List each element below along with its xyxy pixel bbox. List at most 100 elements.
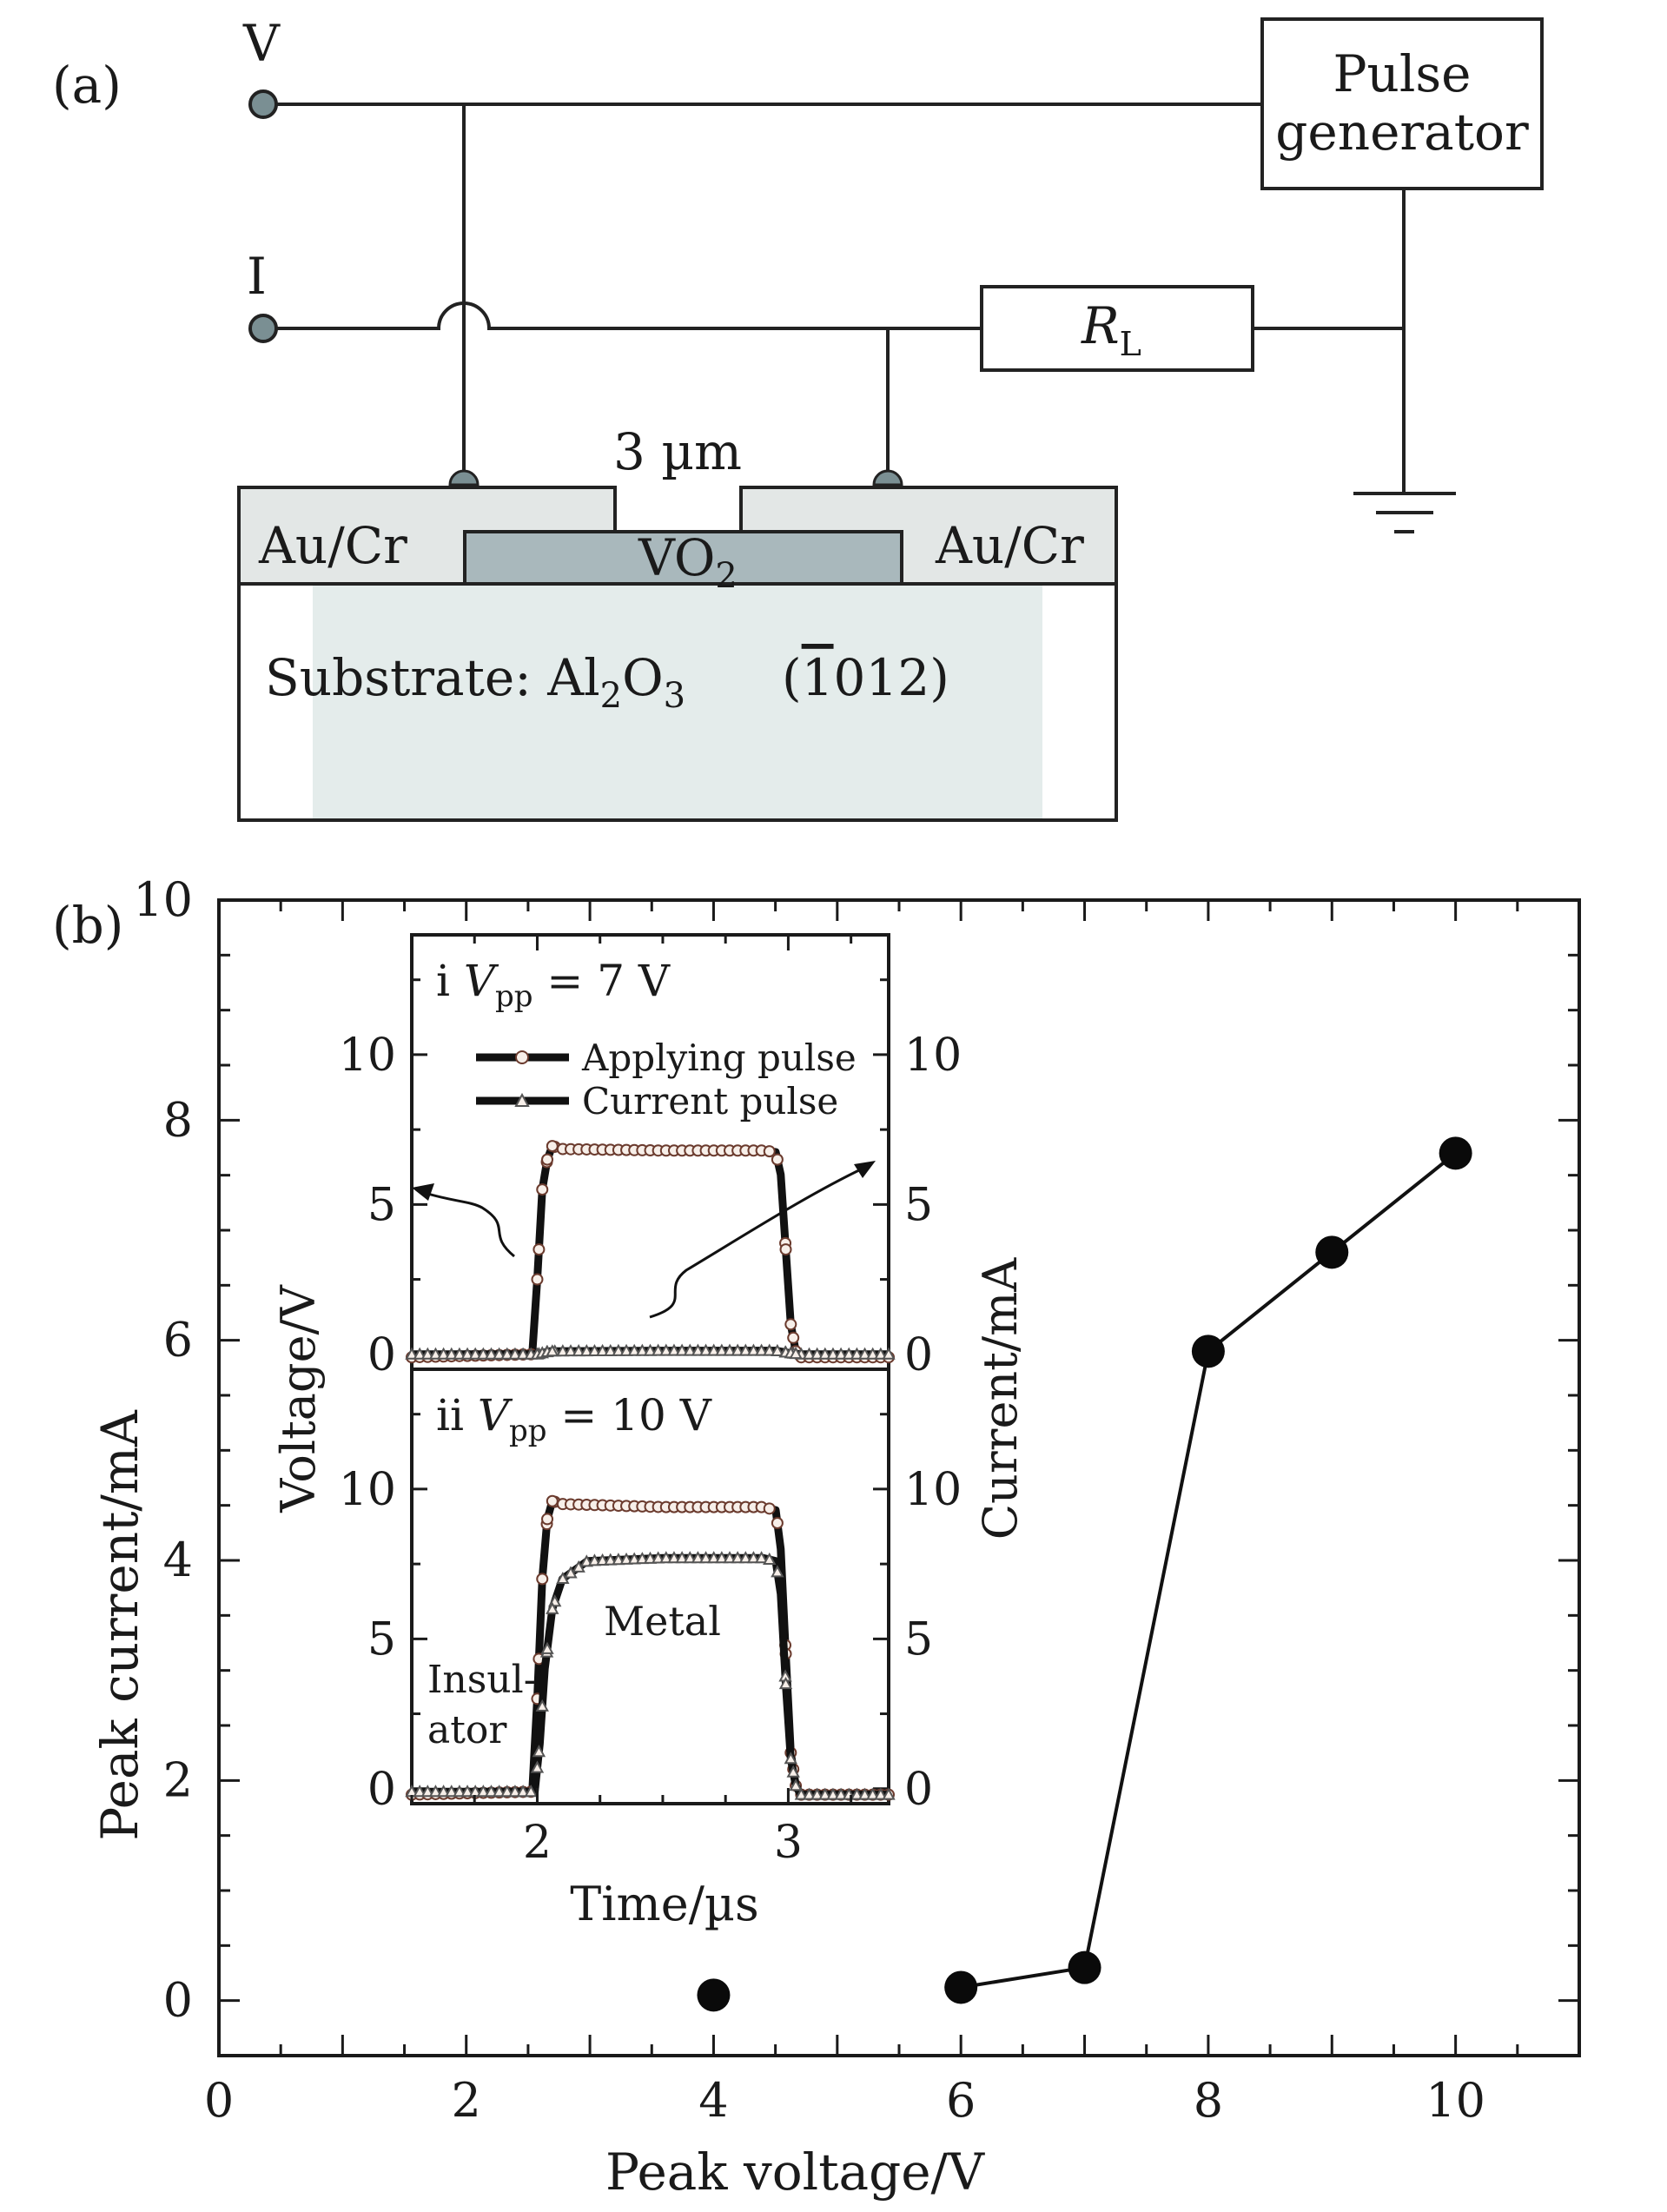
vo2-film [463, 530, 903, 586]
inset-marker-triangle [436, 1785, 451, 1798]
inset-marker-triangle [627, 1552, 641, 1565]
inset-marker-circle [541, 1153, 554, 1166]
inset-marker-triangle [604, 1553, 618, 1566]
inset-marker-triangle [595, 1553, 610, 1566]
main-xtick-label: 0 [204, 2073, 234, 2128]
inset-marker-triangle [500, 1785, 514, 1798]
terminal-v-label: V [242, 14, 281, 73]
terminal-i-dot [248, 314, 278, 343]
inset-marker-triangle [786, 1765, 800, 1778]
inset-marker-triangle [587, 1553, 602, 1566]
inset-ytick-label-left: 0 [367, 1764, 396, 1816]
inset-marker-triangle [707, 1551, 721, 1564]
inset-ytick-label-left: 0 [367, 1329, 396, 1381]
inset-ytick-label-right: 0 [904, 1329, 933, 1381]
inset-marker-triangle [413, 1785, 427, 1798]
inset-marker-triangle [754, 1343, 769, 1356]
inset-marker-triangle [453, 1347, 466, 1360]
inset-marker-triangle [667, 1551, 681, 1564]
inset-panel-title: i Vpp = 7 V [436, 956, 671, 1014]
inset-marker-triangle [556, 1571, 570, 1585]
inset-marker-triangle [754, 1551, 769, 1564]
inset-marker-triangle [763, 1552, 777, 1565]
main-data-point [1068, 1950, 1101, 1984]
main-data-point [1191, 1334, 1225, 1368]
inset-marker-triangle [476, 1347, 491, 1360]
inset-marker-triangle [659, 1551, 673, 1564]
inset-marker-triangle [420, 1785, 434, 1798]
inset-marker-triangle [508, 1785, 522, 1798]
arrow-to-voltage-axis-head [412, 1183, 434, 1201]
device [237, 469, 1118, 822]
main-ytick-label: 2 [163, 1752, 193, 1807]
main-yaxis-title: Peak current/mA [90, 1409, 149, 1841]
inset-marker-triangle [420, 1347, 434, 1360]
panel-b-label: (b) [52, 896, 123, 955]
panel-a-label: (a) [52, 56, 122, 115]
main-data-point [697, 1978, 731, 2012]
inset-yaxis-title-left: Voltage/V [271, 1284, 326, 1513]
main-data-point [944, 1970, 978, 2004]
inset-marker-circle [787, 1331, 800, 1344]
inset-marker-triangle [802, 1787, 817, 1800]
inset-marker-triangle [675, 1551, 689, 1564]
inset-marker-triangle [771, 1565, 784, 1578]
inset-marker-triangle [731, 1343, 744, 1356]
arrow-to-current-axis-head [854, 1161, 876, 1178]
inset-marker-triangle [500, 1347, 514, 1360]
inset-marker-triangle [698, 1551, 713, 1564]
inset-marker-triangle [746, 1551, 761, 1564]
inset-marker-triangle [484, 1785, 499, 1798]
inset-marker-triangle [715, 1343, 729, 1356]
right-electrode-label: Au/Cr [935, 516, 1084, 575]
inset-marker-triangle [818, 1347, 832, 1360]
inset-marker-triangle [492, 1785, 506, 1798]
inset-marker-triangle [810, 1347, 824, 1360]
pulse-generator-label-2: generator [1275, 103, 1529, 162]
pulse-generator-label-1: Pulse [1333, 44, 1471, 103]
terminal-v-dot [248, 89, 278, 119]
inset-marker-circle [541, 1513, 554, 1526]
inset-marker-triangle [874, 1347, 888, 1360]
left-contact [448, 469, 480, 487]
inset-marker-circle [546, 1494, 559, 1507]
inset-marker-triangle [413, 1347, 427, 1360]
main-ytick-label: 0 [163, 1973, 193, 2028]
inset-marker-triangle [535, 1699, 549, 1712]
inset-marker-triangle [789, 1778, 803, 1791]
inset-marker-triangle [579, 1343, 593, 1357]
inset-marker-triangle [802, 1347, 817, 1360]
inset-marker-circle [779, 1243, 792, 1256]
inset-marker-triangle [604, 1343, 618, 1356]
load-resistor-label: RL [1081, 296, 1141, 363]
left-electrode-label: Au/Cr [258, 516, 407, 575]
inset-marker-triangle [738, 1551, 752, 1564]
i-wire [263, 301, 982, 330]
inset-marker-triangle [857, 1347, 872, 1360]
inset-marker-triangle [826, 1787, 840, 1800]
inset-ytick-label-left: 10 [339, 1030, 396, 1082]
inset-marker-circle [546, 1140, 559, 1153]
inset-marker-triangle [818, 1787, 832, 1800]
inset-marker-triangle [516, 1347, 530, 1360]
inset-marker-triangle [546, 1344, 559, 1357]
inset-marker-triangle [530, 1760, 545, 1773]
main-data-point [1439, 1136, 1472, 1170]
inset-marker-triangle [524, 1785, 538, 1798]
inset-marker-triangle [778, 1676, 793, 1690]
inset-marker-triangle [643, 1343, 658, 1356]
inset-marker-circle [784, 1318, 797, 1331]
inset-marker-triangle [866, 1347, 880, 1360]
inset-ytick-label-right: 10 [904, 1030, 962, 1082]
inset-marker-circle [763, 1502, 776, 1515]
inset-marker-triangle [516, 1785, 530, 1798]
inset-marker-triangle [723, 1551, 737, 1564]
inset-marker-triangle [874, 1787, 888, 1800]
inset-ytick-label-left: 10 [339, 1464, 396, 1516]
inset-marker-triangle [445, 1785, 459, 1798]
inset-marker-triangle [445, 1347, 459, 1360]
substrate-fill [313, 586, 1042, 818]
inset-marker-triangle [572, 1344, 585, 1357]
inset-marker-triangle [691, 1343, 705, 1356]
